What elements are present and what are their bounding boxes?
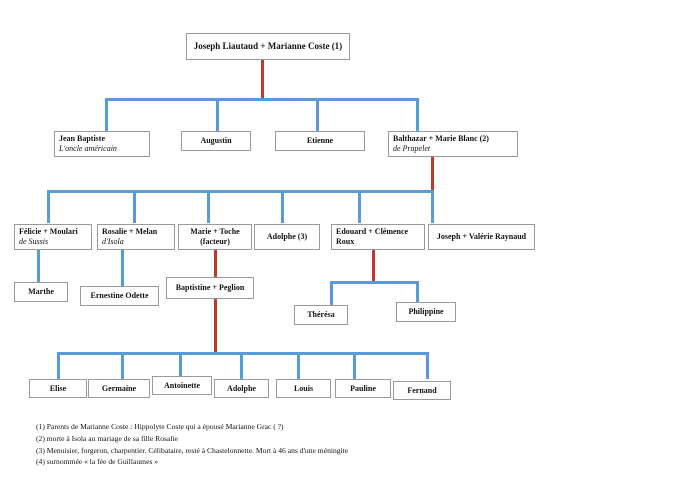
node-title: Ernestine Odette [90, 291, 149, 300]
node-theresa[interactable]: Thérésa [294, 305, 348, 325]
connector-gen5-drop-4 [240, 352, 243, 379]
node-title: Antoinette [164, 380, 200, 390]
node-etienne[interactable]: Etienne [275, 131, 365, 151]
node-root-joseph-liautaud[interactable]: Joseph Liautaud + Marianne Coste (1) [186, 33, 350, 60]
connector-gen5-drop-6 [353, 352, 356, 379]
node-title: Balthazar + Marie Blanc (2) [393, 134, 489, 143]
connector-gen3-drop-1 [47, 190, 50, 223]
node-title: Jean Baptiste [59, 134, 105, 143]
node-title: Joseph Liautaud + Marianne Coste (1) [193, 40, 343, 51]
node-title: Félicie + Moulari [19, 227, 78, 236]
connector-gen2-drop-2 [216, 98, 219, 133]
node-pauline[interactable]: Pauline [335, 379, 391, 398]
connector-gen5-drop-2 [121, 352, 124, 379]
node-title: Etienne [306, 136, 334, 145]
node-adolphe[interactable]: Adolphe [214, 379, 269, 398]
connector-gen5-drop-7 [426, 352, 429, 379]
node-subtitle: de Sussis [19, 237, 49, 246]
node-marie-toche[interactable]: Marie + Toche (facteur) [178, 224, 252, 250]
footnote-2: (2) morte à Isola au mariage de sa fille… [36, 433, 178, 443]
node-title: Edouard + Clémence [336, 227, 409, 236]
connector-felicie-stem [37, 250, 40, 282]
node-baptistine-peglion[interactable]: Baptistine + Peglion [166, 277, 254, 299]
footnotes-block: (1) Parents de Marianne Coste : Hippolyt… [36, 421, 556, 468]
node-augustin[interactable]: Augustin [181, 131, 251, 151]
connector-marie-toche-stem [214, 250, 217, 278]
node-antoinette[interactable]: Antoinette [152, 376, 212, 395]
node-philippine[interactable]: Philippine [396, 302, 456, 322]
connector-gen2-bus [105, 98, 419, 101]
footnote-4: (4) surnommée « la fée de Guillaumes » [36, 457, 159, 467]
connector-rosalie-stem [121, 250, 124, 286]
footnote-3: (3) Menuisier, forgeron, charpentier. Cé… [36, 445, 349, 455]
node-ernestine-odette[interactable]: Ernestine Odette [80, 286, 159, 306]
node-subtitle: Roux [336, 237, 355, 246]
connector-root-stem [261, 60, 264, 100]
node-title: Rosalie + Melan [102, 227, 158, 236]
node-title: Fernand [407, 385, 437, 395]
connector-gen3-bus [47, 190, 434, 193]
connector-gen3-drop-4 [281, 190, 284, 223]
node-title: Louis [293, 383, 314, 393]
node-title: Baptistine + Peglion [175, 283, 245, 292]
node-subtitle: de Prapelet [393, 144, 431, 153]
connector-gen3-drop-2 [133, 190, 136, 223]
node-marthe[interactable]: Marthe [14, 282, 68, 302]
node-subtitle: (facteur) [200, 237, 230, 246]
node-louis[interactable]: Louis [276, 379, 331, 398]
node-title: Thérésa [307, 310, 335, 319]
connector-baptistine-stem [214, 299, 217, 353]
connector-gen5-drop-1 [57, 352, 60, 379]
node-elise[interactable]: Elise [29, 379, 87, 398]
node-title: Joseph + Valérie Raynaud [436, 232, 527, 241]
node-title: Pauline [350, 383, 376, 393]
node-germaine[interactable]: Germaine [88, 379, 150, 398]
connector-gen2-drop-4 [416, 98, 419, 133]
footnote-1: (1) Parents de Marianne Coste : Hippolyt… [36, 422, 284, 431]
node-jean-baptiste[interactable]: Jean Baptiste L'oncle américain [54, 131, 150, 157]
node-title: Marthe [28, 287, 54, 296]
node-rosalie-melan[interactable]: Rosalie + Melan d'Isola [97, 224, 175, 250]
connector-balthazar-stem [431, 157, 434, 192]
node-title: Marie + Toche [190, 227, 240, 236]
node-subtitle: d'Isola [102, 237, 124, 246]
connector-gen5-drop-3 [179, 352, 182, 379]
connector-edouard-drop-2 [416, 281, 419, 302]
connector-edouard-drop-1 [330, 281, 333, 305]
connector-gen5-bus [57, 352, 429, 355]
node-title: Adolphe [227, 383, 256, 393]
node-subtitle: L'oncle américain [59, 144, 117, 153]
node-joseph-valerie-raynaud[interactable]: Joseph + Valérie Raynaud [428, 224, 535, 250]
node-title: Augustin [200, 136, 232, 145]
connector-gen5-drop-5 [297, 352, 300, 379]
connector-gen2-drop-3 [316, 98, 319, 133]
node-adolphe-3[interactable]: Adolphe (3) [254, 224, 320, 250]
connector-gen3-drop-5 [358, 190, 361, 223]
node-felicie-moulari[interactable]: Félicie + Moulari de Sussis [14, 224, 92, 250]
connector-gen3-drop-6 [431, 190, 434, 223]
node-title: Adolphe (3) [266, 232, 308, 241]
connector-gen3-drop-3 [207, 190, 210, 223]
connector-edouard-bus [330, 281, 419, 284]
node-balthazar-marie-blanc[interactable]: Balthazar + Marie Blanc (2) de Prapelet [388, 131, 518, 157]
node-title: Germaine [101, 383, 137, 393]
connector-edouard-stem [372, 250, 375, 282]
node-title: Philippine [408, 307, 444, 316]
connector-gen2-drop-1 [105, 98, 108, 133]
node-title: Elise [49, 383, 67, 393]
node-fernand[interactable]: Fernand [393, 381, 451, 400]
node-edouard-clemence-roux[interactable]: Edouard + Clémence Roux [331, 224, 425, 250]
